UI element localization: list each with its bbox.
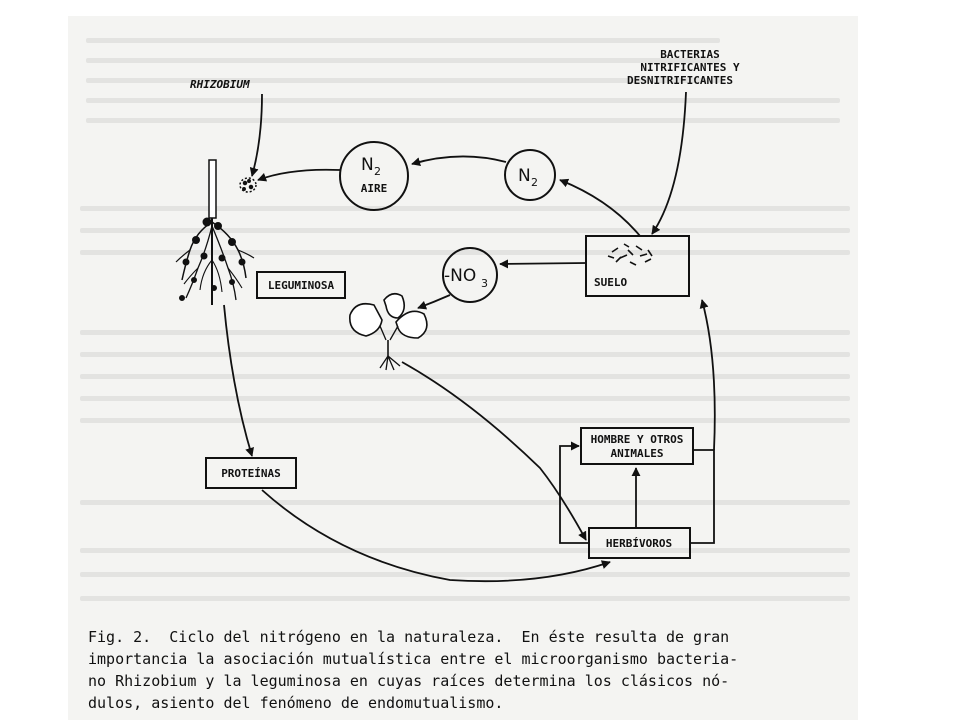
bleed-through-line: [80, 396, 850, 401]
bleed-through-line: [80, 228, 850, 233]
figure-caption: Fig. 2. Ciclo del nitrógeno en la natura…: [88, 626, 848, 714]
leguminosa-box: [256, 271, 346, 299]
suelo-label: SUELO: [594, 276, 627, 289]
hombre-label-line1: HOMBRE Y OTROS: [591, 433, 684, 446]
bleed-through-line: [80, 572, 850, 577]
bleed-through-line: [80, 500, 850, 505]
arrow-plant-to-herbivores: [401, 361, 587, 541]
leguminosa-label: LEGUMINOSA: [268, 279, 335, 292]
arrow-air-n2-to-plant: [257, 168, 341, 182]
n2-soil-subscript: 2: [531, 176, 538, 189]
suelo-box: [585, 235, 690, 297]
scanned-page-background: [68, 16, 858, 720]
bleed-through-line: [80, 250, 850, 255]
bleed-through-line: [80, 374, 850, 379]
bleed-through-line: [86, 38, 720, 43]
proteinas-box: [205, 457, 297, 489]
bleed-through-line: [80, 548, 850, 553]
caption-line-3: no Rhizobium y la leguminosa en cuyas ra…: [88, 672, 730, 690]
bleed-through-line: [80, 596, 850, 601]
young-plant-icon: [349, 292, 428, 371]
arrow-rhizobium-to-bacteria: [249, 93, 263, 177]
hombre-animales-box: [580, 427, 694, 465]
rhizobium-bacteria-icon: [239, 177, 257, 193]
bleed-through-line: [80, 352, 850, 357]
legume-plant-roots-icon: [175, 159, 255, 305]
arrow-legume-to-proteins: [223, 304, 254, 457]
aire-label: AIRE: [361, 182, 388, 195]
arrow-proteins-to-herbivores: [261, 489, 611, 583]
bleed-through-line: [86, 58, 720, 63]
arrow-soil-n2-to-air: [411, 155, 507, 167]
nitrate-circle: [442, 247, 498, 303]
n2-aire-formula: N: [361, 155, 374, 175]
return-line-to-soil-connector: [690, 449, 715, 544]
caption-line-1: Fig. 2. Ciclo del nitrógeno en la natura…: [88, 628, 730, 646]
bleed-through-line: [86, 98, 840, 103]
bacteria-label-line3: DESNITRIFICANTES: [627, 74, 733, 87]
nitrate-formula: -NO: [444, 266, 476, 286]
rhizobium-label: RHIZOBIUM: [190, 78, 250, 91]
arrow-bacteria-to-soil: [651, 91, 687, 235]
arrow-animals-to-soil: [699, 299, 716, 451]
n2-soil-formula: N: [518, 166, 531, 186]
bleed-through-line: [80, 330, 850, 335]
bleed-through-line: [80, 206, 850, 211]
hombre-label-line2: ANIMALES: [611, 447, 664, 460]
arrow-nitrate-to-plant: [417, 294, 451, 310]
proteinas-label: PROTEÍNAS: [221, 467, 281, 480]
caption-line-2: importancia la asociación mutualística e…: [88, 650, 739, 668]
nitrate-subscript: 3: [481, 277, 488, 290]
n2-soil-release-circle: [504, 149, 556, 201]
soil-bacteria-icon: [607, 243, 653, 266]
bacteria-label-line2: NITRIFICANTES Y: [640, 61, 740, 74]
caption-line-4: dulos, asiento del fenómeno de endomutua…: [88, 694, 504, 712]
arrow-soil-to-nitrate: [499, 259, 587, 269]
bacteria-label-line1: BACTERIAS: [660, 48, 720, 61]
arrow-herbivores-bracket-to-humans: [559, 441, 589, 544]
herbivoros-label: HERBÍVOROS: [606, 537, 672, 550]
bleed-through-line: [86, 78, 720, 83]
bleed-through-line: [86, 118, 840, 123]
n2-aire-subscript: 2: [374, 165, 381, 178]
n2-aire-circle: [339, 141, 409, 211]
bleed-through-line: [80, 418, 850, 423]
arrow-soil-to-n2: [559, 178, 641, 237]
